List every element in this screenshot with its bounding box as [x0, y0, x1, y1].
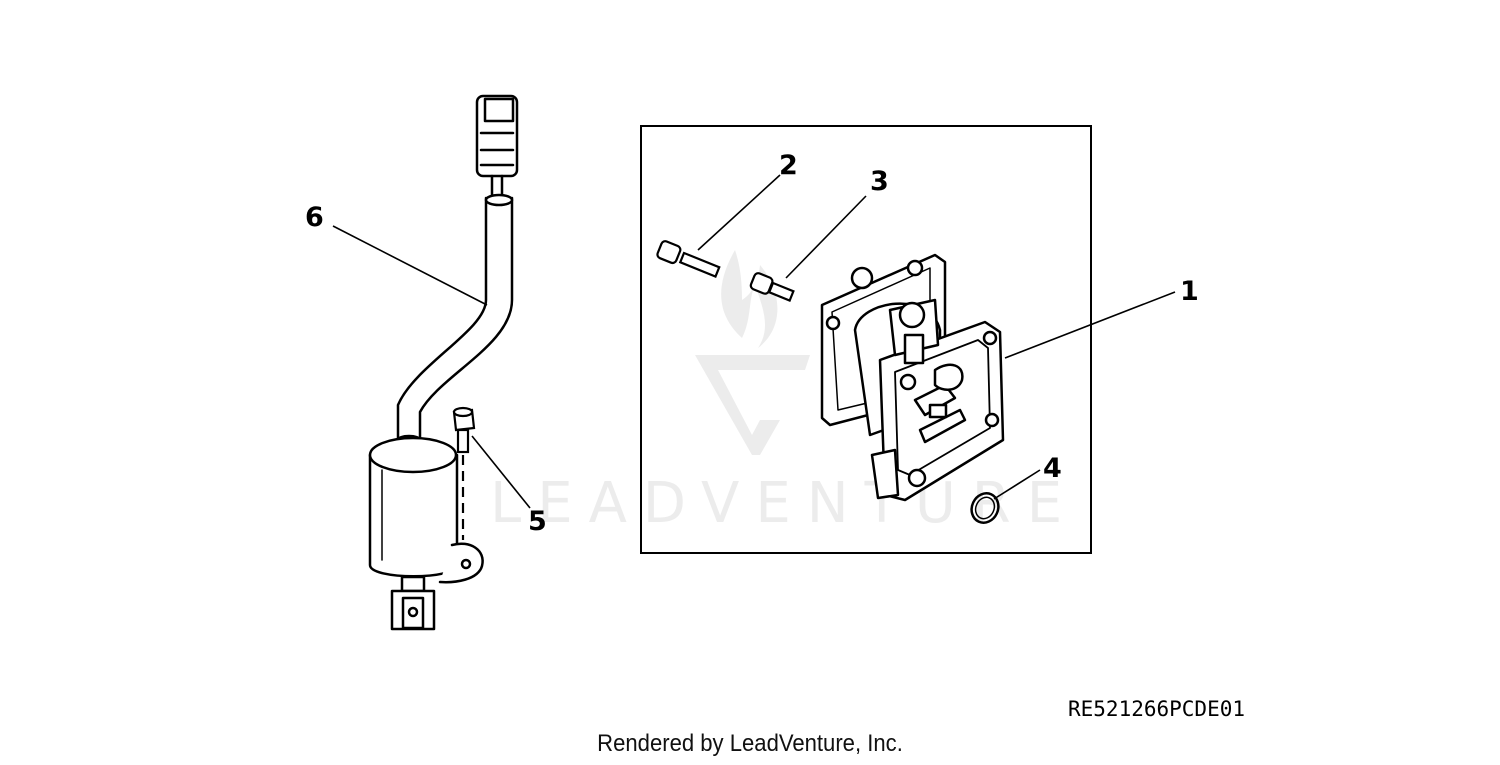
bolt-5 [452, 406, 476, 540]
callout-5: 5 [528, 506, 547, 537]
leader-5 [471, 435, 531, 509]
callout-1: 1 [1180, 276, 1199, 307]
o-ring [970, 492, 1000, 524]
callout-4: 4 [1043, 453, 1062, 484]
footer-credit: Rendered by LeadVenture, Inc. [597, 730, 903, 757]
watermark-text: LEADVENTURE [490, 471, 1078, 536]
callout-6: 6 [305, 202, 324, 233]
callout-3: 3 [870, 166, 889, 197]
callout-2: 2 [779, 150, 798, 181]
pump-housing [820, 253, 1005, 502]
solenoid-assembly [368, 94, 519, 631]
screw-2 [656, 240, 721, 278]
leader-2 [697, 174, 781, 251]
leader-3 [785, 195, 867, 279]
watermark: LEADVENTURE [490, 250, 1078, 536]
inset-frame [640, 125, 1092, 554]
leader-1 [1004, 291, 1176, 359]
image-code: RE521266PCDE01 [1068, 697, 1246, 721]
leader-6 [332, 225, 488, 306]
leader-4 [993, 469, 1041, 500]
leader-lines [332, 174, 1176, 509]
screw-3 [749, 272, 795, 302]
